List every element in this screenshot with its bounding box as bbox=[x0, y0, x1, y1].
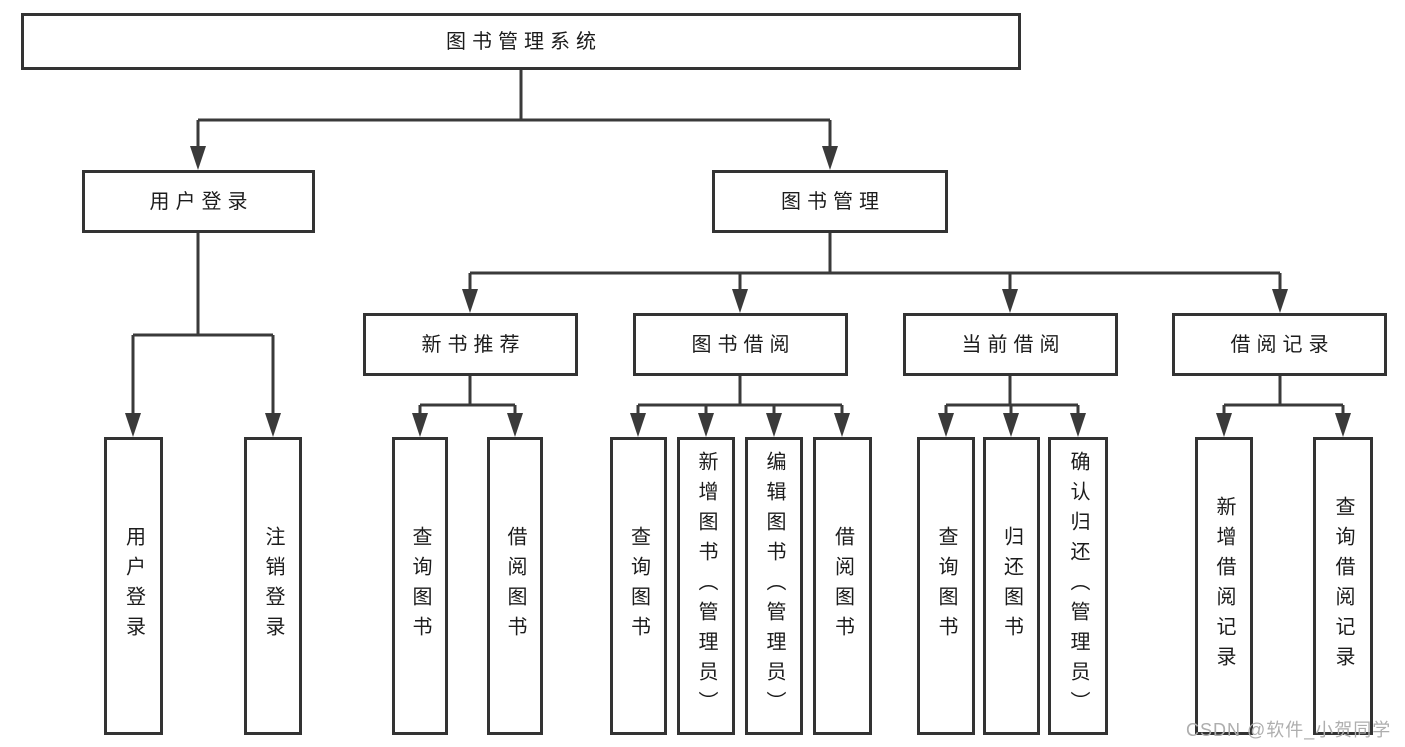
arrowhead-icon bbox=[938, 413, 954, 437]
edge-root-to-level1 bbox=[196, 70, 832, 150]
node-leaf-search-books-2: 查询图书 bbox=[610, 437, 667, 735]
arrowhead-icon bbox=[630, 413, 646, 437]
node-leaf-logout: 注销登录 bbox=[244, 437, 302, 735]
arrowhead-icon bbox=[1003, 413, 1019, 437]
node-leaf-edit-books-admin: 编辑图书（管理员） bbox=[745, 437, 803, 735]
node-book-management: 图书管理 bbox=[712, 170, 948, 233]
arrowhead-icon bbox=[190, 146, 206, 170]
arrowhead-icon bbox=[698, 413, 714, 437]
edge-bookmgmt-to-level2 bbox=[468, 233, 1282, 292]
arrowhead-icon bbox=[125, 413, 141, 437]
arrowhead-icon bbox=[766, 413, 782, 437]
node-user-login: 用户登录 bbox=[82, 170, 315, 233]
node-leaf-search-books-1: 查询图书 bbox=[392, 437, 448, 735]
node-leaf-borrow-books-1: 借阅图书 bbox=[487, 437, 543, 735]
arrowhead-icon bbox=[822, 146, 838, 170]
arrowhead-icon bbox=[834, 413, 850, 437]
edge-userlogin-to-leaves bbox=[131, 233, 275, 417]
node-leaf-search-books-3: 查询图书 bbox=[917, 437, 975, 735]
arrowhead-icon bbox=[1002, 289, 1018, 313]
arrowhead-icon bbox=[1272, 289, 1288, 313]
arrowheads bbox=[125, 146, 1351, 437]
node-current-borrowing: 当前借阅 bbox=[903, 313, 1118, 376]
edge-newbookrec-to-leaves bbox=[418, 376, 517, 417]
csdn-watermark: CSDN @软件_小贺同学 bbox=[1186, 720, 1392, 740]
arrowhead-icon bbox=[412, 413, 428, 437]
node-leaf-return-books: 归还图书 bbox=[983, 437, 1040, 735]
arrowhead-icon bbox=[507, 413, 523, 437]
node-leaf-borrow-books-2: 借阅图书 bbox=[813, 437, 872, 735]
node-leaf-add-borrow-record: 新增借阅记录 bbox=[1195, 437, 1253, 735]
arrowhead-icon bbox=[1070, 413, 1086, 437]
node-leaf-confirm-return-admin: 确认归还（管理员） bbox=[1048, 437, 1108, 735]
node-borrowing-records: 借阅记录 bbox=[1172, 313, 1387, 376]
node-leaf-add-books-admin: 新增图书（管理员） bbox=[677, 437, 735, 735]
node-book-borrowing: 图书借阅 bbox=[633, 313, 848, 376]
node-leaf-user-login: 用户登录 bbox=[104, 437, 163, 735]
arrowhead-icon bbox=[732, 289, 748, 313]
arrowhead-icon bbox=[1216, 413, 1232, 437]
node-new-book-recommendation: 新书推荐 bbox=[363, 313, 578, 376]
node-library-management-system: 图书管理系统 bbox=[21, 13, 1021, 70]
edge-records-to-leaves bbox=[1222, 376, 1345, 417]
arrowhead-icon bbox=[1335, 413, 1351, 437]
edge-bookborrow-to-leaves bbox=[636, 376, 844, 417]
arrowhead-icon bbox=[462, 289, 478, 313]
node-leaf-search-borrow-record: 查询借阅记录 bbox=[1313, 437, 1373, 735]
edge-currentborrow-to-leaves bbox=[944, 376, 1080, 417]
arrowhead-icon bbox=[265, 413, 281, 437]
